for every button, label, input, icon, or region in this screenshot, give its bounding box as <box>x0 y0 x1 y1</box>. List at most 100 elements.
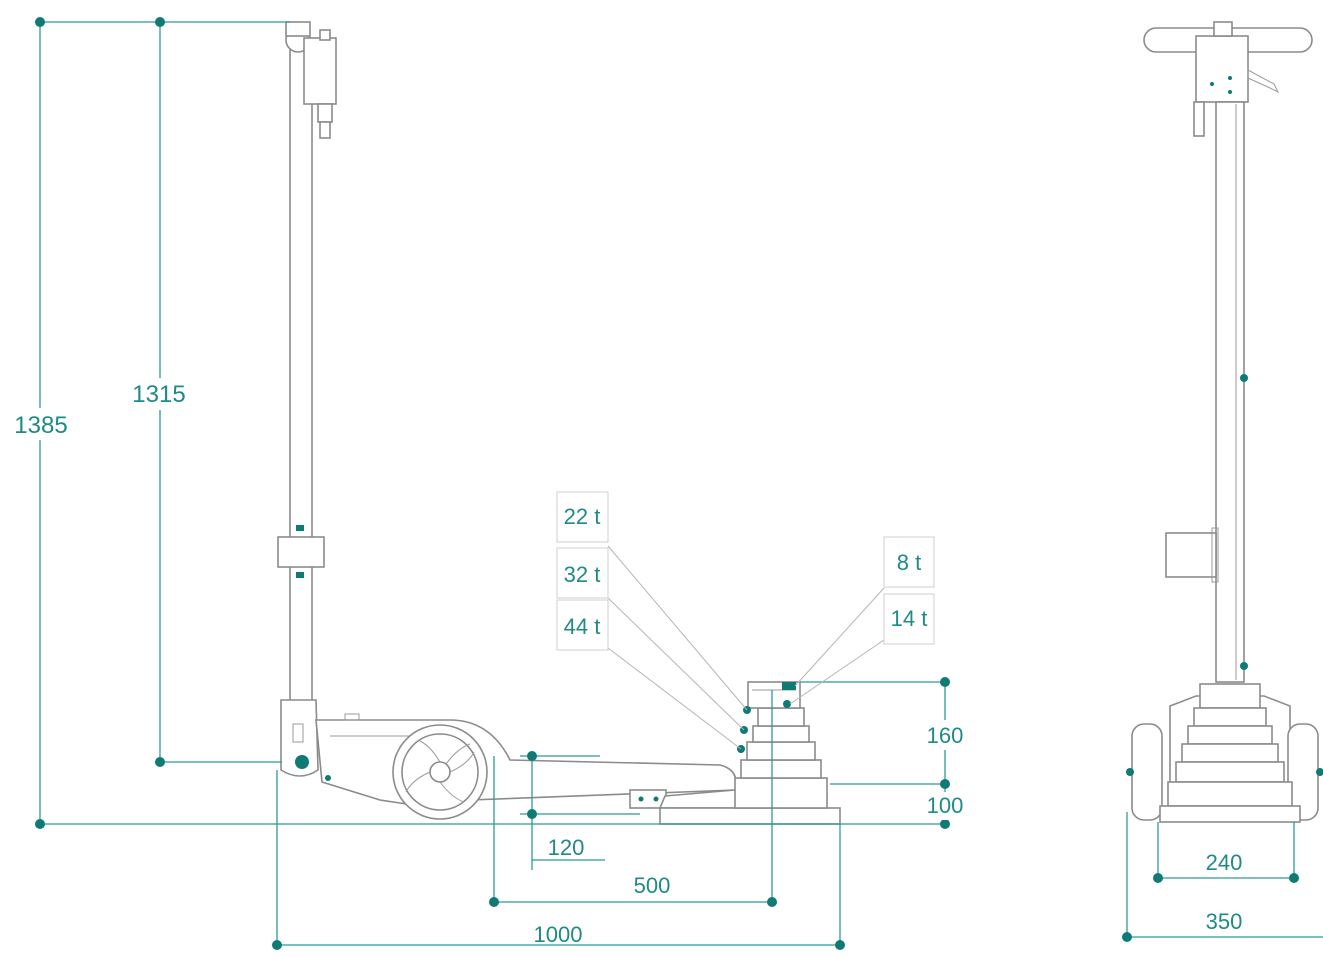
front-handle-tube <box>1215 101 1245 683</box>
collar-pin-lower <box>296 572 304 578</box>
saddle-top-marker <box>782 682 796 690</box>
dim-dot <box>835 940 845 950</box>
dim-dot <box>1153 873 1163 883</box>
valve-lever <box>1247 69 1280 94</box>
wheel-axle-right <box>1316 768 1323 776</box>
capacity-box-3 <box>556 599 609 651</box>
dim-dot <box>940 819 950 829</box>
capacity-box-4 <box>883 536 935 588</box>
label-bg <box>6 408 76 440</box>
wheel-spokes <box>405 739 475 803</box>
front-stage-5 <box>1167 781 1293 807</box>
wheel-hub <box>429 761 451 783</box>
capacity-stage1: 22 t <box>564 504 601 529</box>
dim-dot <box>940 779 950 789</box>
capacity-callouts: 22 t 32 t 44 t 8 t 14 t <box>556 491 935 750</box>
dim-dot <box>527 809 537 819</box>
front-wheel-left <box>1131 723 1163 821</box>
label-bg <box>124 378 194 410</box>
dim-dot <box>527 751 537 761</box>
capacity-box-1 <box>556 491 609 543</box>
chassis-bracket <box>344 713 360 721</box>
wheel-axle-left <box>1126 768 1134 776</box>
leader-44t <box>607 647 742 750</box>
front-base-plate <box>1159 805 1301 823</box>
head-dot <box>1228 76 1232 80</box>
capacity-stage2: 32 t <box>564 562 601 587</box>
pivot-bolt <box>295 755 309 769</box>
front-stage-3 <box>1181 743 1279 763</box>
label-wheel-offset: 120 <box>548 835 585 860</box>
label-bg <box>918 720 972 750</box>
handle-collar <box>277 536 325 568</box>
skid-bolt-right <box>653 796 659 802</box>
front-collar <box>1165 532 1217 578</box>
valve-top <box>319 29 331 41</box>
front-stage-1 <box>1193 707 1267 727</box>
front-tube-pin <box>1240 374 1248 382</box>
capacity-stage4: 8 t <box>897 550 921 575</box>
dim-dot <box>1289 873 1299 883</box>
handle-head <box>1195 35 1249 103</box>
front-tube-pin <box>1240 662 1248 670</box>
front-air-connector <box>1193 101 1205 137</box>
leader-8t <box>794 587 885 687</box>
cylinder-stage-5 <box>757 707 805 727</box>
pivot-label-plate <box>292 723 304 743</box>
base-plate <box>659 807 841 825</box>
handle-cap <box>285 21 311 37</box>
collar-pin-upper <box>296 525 304 531</box>
front-view-jack <box>1126 21 1323 823</box>
dim-dot <box>940 677 950 687</box>
capacity-stage3: 44 t <box>564 614 601 639</box>
chassis-rivet <box>325 775 331 781</box>
front-stage-2 <box>1187 725 1273 745</box>
front-view-dimensions: 240 350 <box>1122 812 1323 942</box>
dim-dot <box>1122 932 1132 942</box>
label-length: 1000 <box>534 922 583 947</box>
capacity-box-2 <box>556 547 609 599</box>
label-saddle-height: 160 <box>927 723 964 748</box>
dim-dot <box>272 940 282 950</box>
label-arm-height: 1315 <box>132 381 185 408</box>
stage-marker-5 <box>783 700 791 708</box>
cylinder-stage-4 <box>752 725 810 743</box>
head-dot <box>1210 82 1214 86</box>
cylinder-stage-2 <box>740 759 822 779</box>
air-valve-body <box>303 37 337 105</box>
capacity-stage5: 14 t <box>891 606 928 631</box>
air-valve-stem <box>317 103 333 123</box>
dim-dot <box>155 17 165 27</box>
air-connector <box>319 121 331 139</box>
dim-dot <box>35 17 45 27</box>
label-inner-width: 240 <box>1206 850 1243 875</box>
chassis-body <box>315 719 737 807</box>
head-dot <box>1228 90 1232 94</box>
front-collar-flange <box>1211 527 1219 583</box>
front-stage-4 <box>1175 761 1285 783</box>
leader-22t <box>607 545 748 711</box>
dim-dot <box>489 897 499 907</box>
handle-head-cap <box>1213 21 1233 37</box>
label-overall-height: 1385 <box>14 412 67 439</box>
label-base-height: 100 <box>927 793 964 818</box>
dim-dot <box>155 757 165 767</box>
leader-32t <box>607 597 745 731</box>
cylinder-stage-1 <box>734 777 828 809</box>
side-view-jack <box>277 21 841 825</box>
dim-dot <box>767 897 777 907</box>
capacity-box-5 <box>883 593 935 645</box>
pivot-housing <box>280 699 319 777</box>
dim-dot <box>35 819 45 829</box>
handle-tube <box>289 44 313 706</box>
front-saddle <box>1199 683 1261 709</box>
leader-14t <box>789 639 885 705</box>
cylinder-stage-3 <box>746 741 816 761</box>
side-view-dimensions: 1385 1315 160 100 120 500 <box>6 17 972 950</box>
label-bg <box>918 792 972 820</box>
label-reach: 500 <box>634 873 671 898</box>
skid-bolt-left <box>638 796 644 802</box>
label-outer-width: 350 <box>1206 909 1243 934</box>
